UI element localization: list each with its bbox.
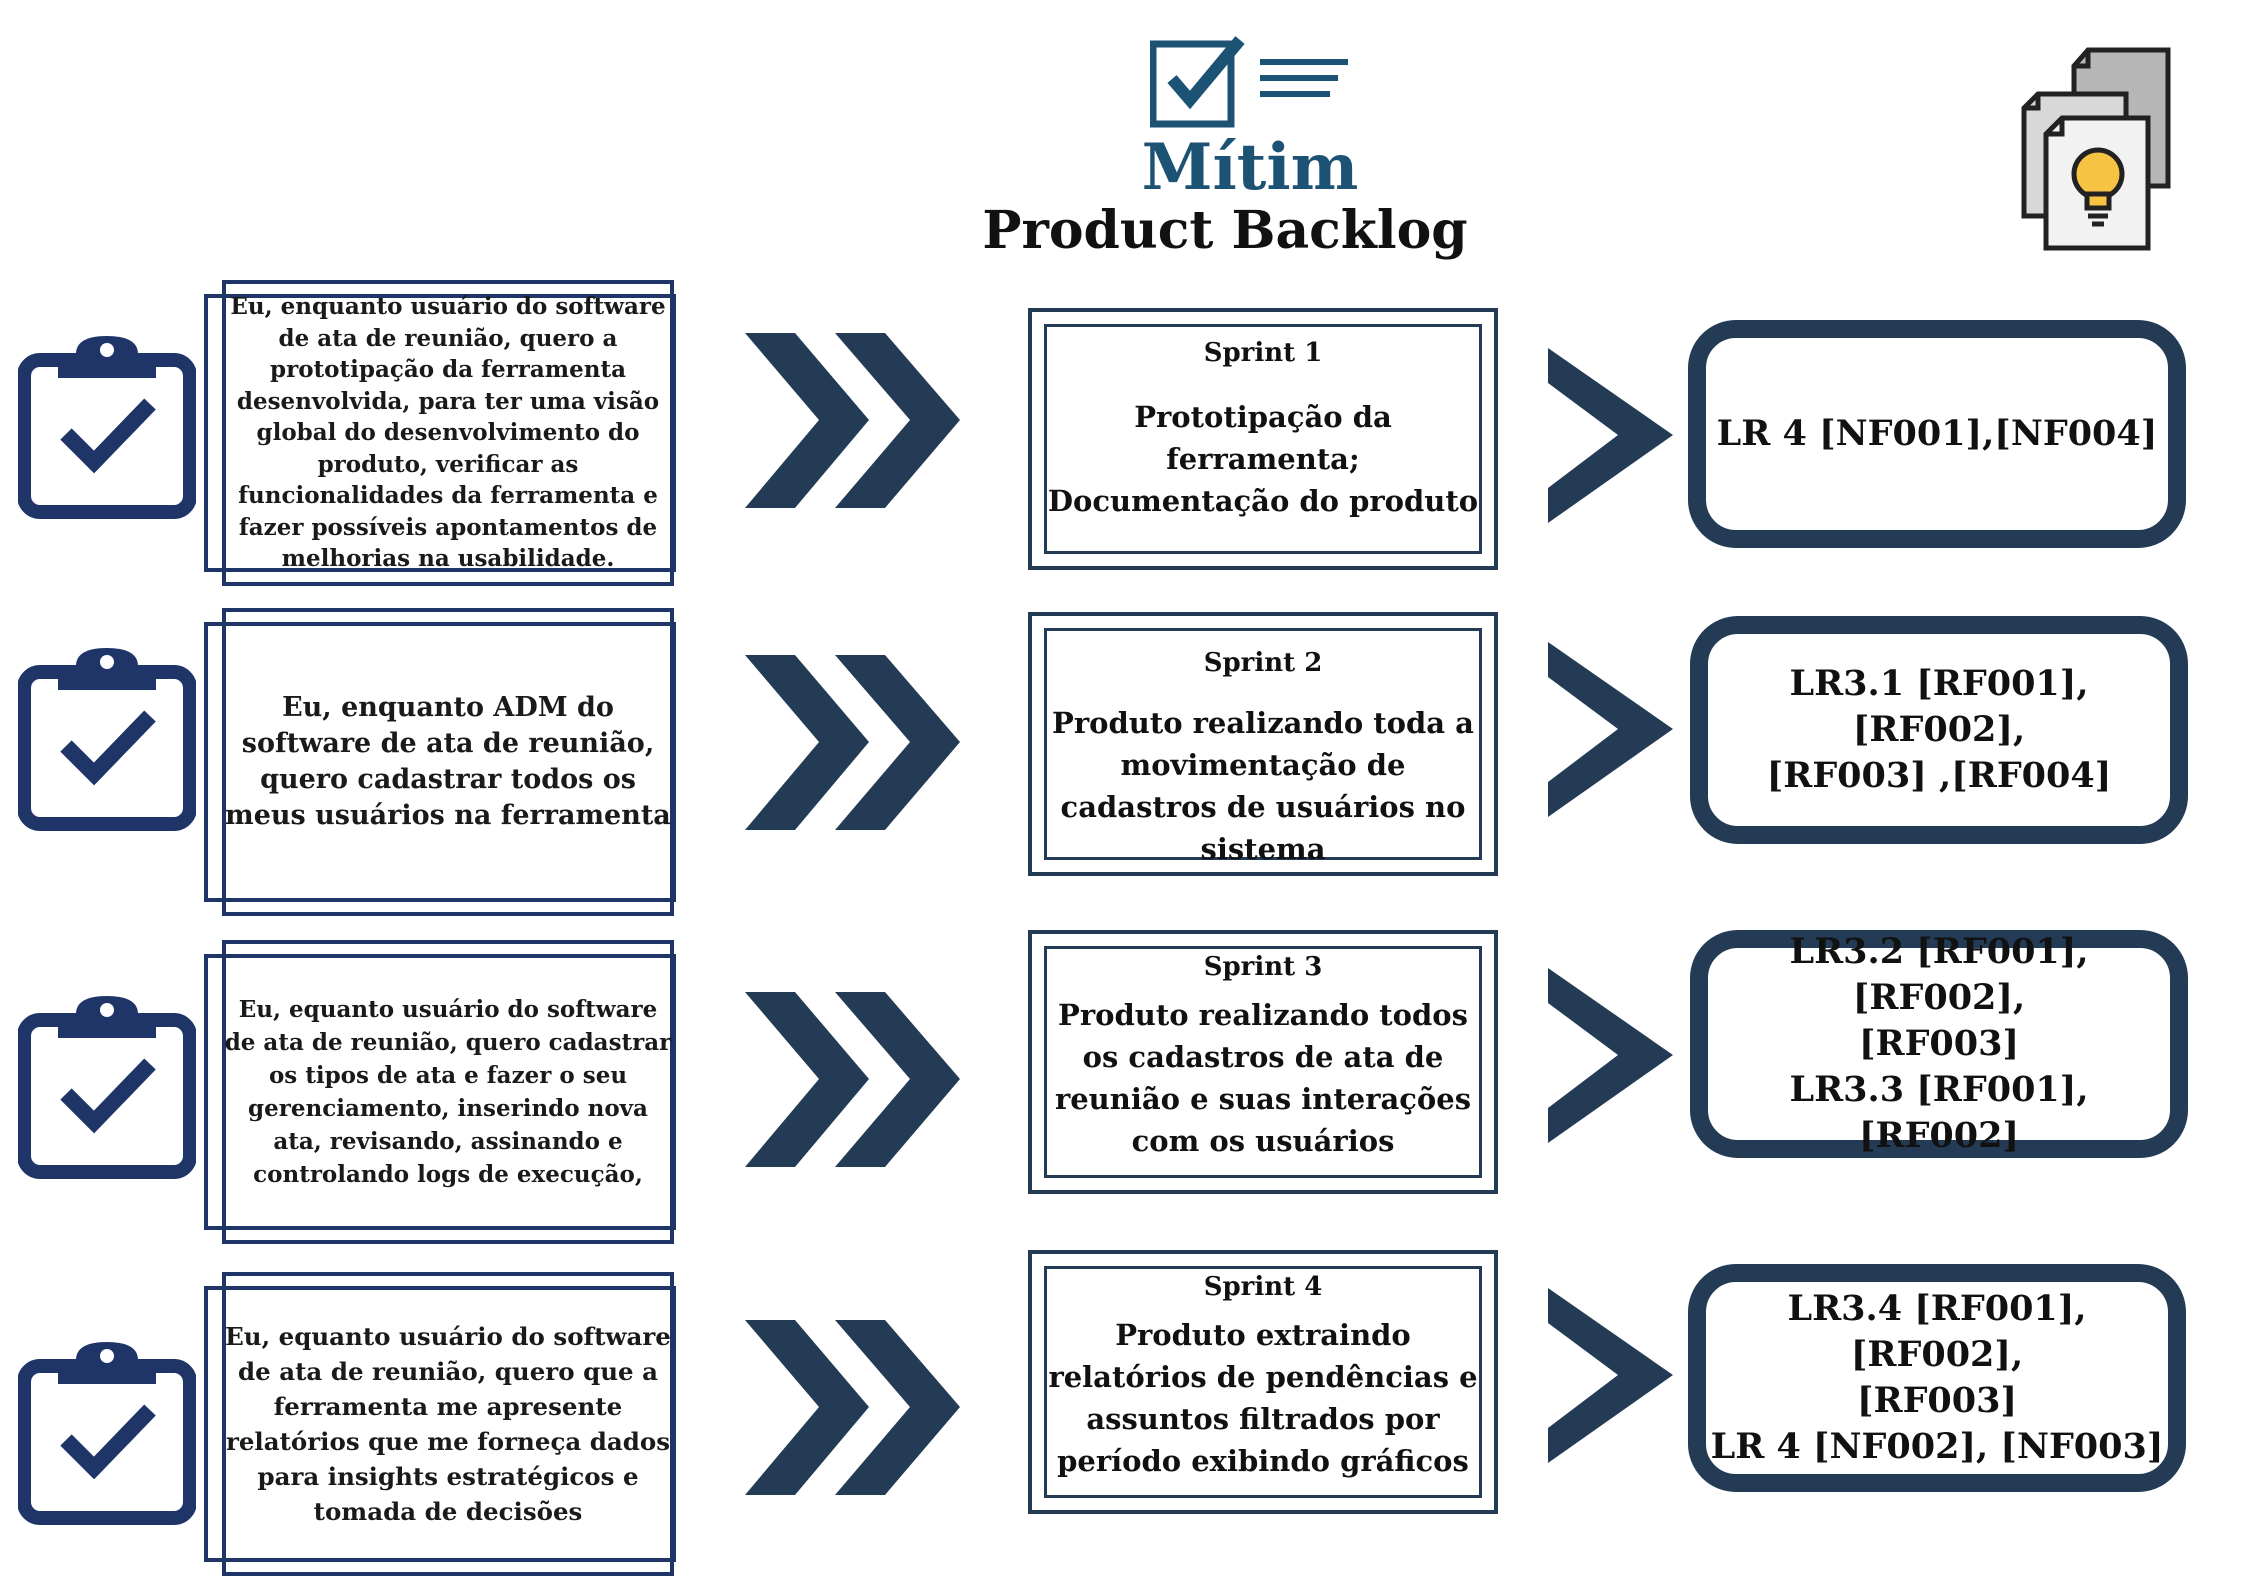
requirements-text: LR3.1 [RF001], [RF002], [RF003] ,[RF004]: [1766, 663, 2112, 796]
clipboard-check-icon: [18, 336, 196, 519]
story-frame-inner: [222, 940, 674, 1244]
sprint-name: Sprint 1: [1203, 338, 1323, 368]
sprint-description: Produto realizando todos os cadastros de…: [1054, 998, 1472, 1158]
sprint-inner-frame: [1044, 1266, 1482, 1498]
clipboard-check-icon: [18, 996, 196, 1179]
chevron-right-icon: [1548, 642, 1673, 817]
story-frame-outer: [204, 1286, 676, 1562]
sprint-description: Prototipação da ferramenta; Documentação…: [1047, 400, 1479, 518]
user-story-text: Eu, enquanto ADM do software de ata de r…: [225, 692, 671, 831]
clipboard-check-icon: [18, 648, 196, 831]
double-chevron-right-icon: [745, 1320, 960, 1495]
user-story-text: Eu, enquanto usuário do software de ata …: [230, 293, 666, 573]
checklist-icon: [1150, 36, 1348, 128]
sprint-inner-frame: [1044, 324, 1482, 554]
story-frame-inner: [222, 608, 674, 916]
double-chevron-right-icon: [745, 655, 960, 830]
double-chevron-right-icon: [745, 992, 960, 1167]
story-frame-inner: [222, 280, 674, 586]
requirements-box: LR3.1 [RF001], [RF002], [RF003] ,[RF004]: [1690, 616, 2188, 844]
double-chevron-right-icon: [745, 333, 960, 508]
sprint-box: Sprint 4 Produto extraindo relatórios de …: [1028, 1250, 1498, 1514]
sprint-name: Sprint 3: [1203, 952, 1323, 982]
sprint-box: Sprint 2 Produto realizando toda a movime…: [1028, 612, 1498, 876]
sprint-inner-frame: [1044, 628, 1482, 860]
story-frame-outer: [204, 622, 676, 902]
user-story-text: Eu, equanto usuário do software de ata d…: [225, 1322, 671, 1526]
sprint-name: Sprint 2: [1203, 648, 1323, 678]
user-story-box: Eu, equanto usuário do software de ata d…: [204, 940, 692, 1244]
sprint-box: Sprint 3 Produto realizando todos os cada…: [1028, 930, 1498, 1194]
requirements-text: LR3.2 [RF001], [RF002], [RF003] LR3.3 [R…: [1789, 931, 2089, 1156]
page-title: Product Backlog: [982, 200, 1468, 261]
requirements-box: LR 4 [NF001],[NF004]: [1688, 320, 2186, 548]
story-frame-outer: [204, 954, 676, 1230]
requirements-box: LR3.4 [RF001], [RF002], [RF003] LR 4 [NF…: [1688, 1264, 2186, 1492]
brand-name: Mítim: [1141, 130, 1359, 205]
user-story-box: Eu, equanto usuário do software de ata d…: [204, 1272, 692, 1576]
requirements-box: LR3.2 [RF001], [RF002], [RF003] LR3.3 [R…: [1690, 930, 2188, 1158]
chevron-right-icon: [1548, 348, 1673, 523]
user-story-box: Eu, enquanto ADM do software de ata de r…: [204, 608, 692, 916]
requirements-text: LR3.4 [RF001], [RF002], [RF003] LR 4 [NF…: [1710, 1288, 2164, 1467]
documents-lightbulb-icon: [2021, 47, 2171, 251]
requirements-text: LR 4 [NF001],[NF004]: [1716, 413, 2158, 454]
story-frame-outer: [204, 294, 676, 572]
sprint-description: Produto extraindo relatórios de pendênci…: [1048, 1318, 1478, 1478]
chevron-right-icon: [1548, 968, 1673, 1143]
user-story-box: Eu, enquanto usuário do software de ata …: [204, 280, 692, 586]
chevron-right-icon: [1548, 1288, 1673, 1463]
sprint-description: Produto realizando toda a movimentação d…: [1052, 706, 1474, 866]
clipboard-check-icon: [18, 1342, 196, 1525]
user-story-text: Eu, equanto usuário do software de ata d…: [224, 996, 672, 1188]
story-frame-inner: [222, 1272, 674, 1576]
sprint-inner-frame: [1044, 946, 1482, 1178]
sprint-name: Sprint 4: [1203, 1272, 1323, 1302]
sprint-box: Sprint 1 Prototipação da ferramenta; Docu…: [1028, 308, 1498, 570]
